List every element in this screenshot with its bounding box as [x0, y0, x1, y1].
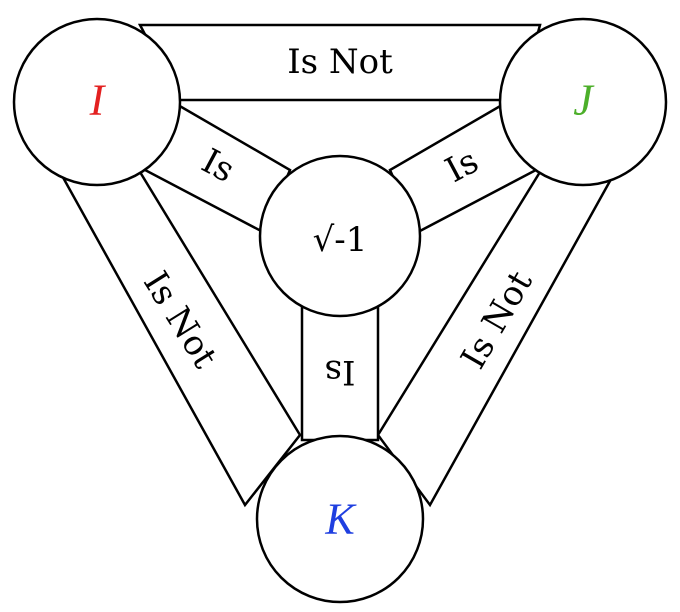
- node-center-label: √-1: [313, 220, 368, 260]
- node-j-label: J: [573, 76, 595, 125]
- node-i: [12, 17, 182, 187]
- label-i-j: Is Not: [287, 42, 393, 82]
- node-j: [498, 17, 668, 187]
- label-k-center: Is: [325, 352, 356, 392]
- node-k: [255, 434, 425, 604]
- node-center: [258, 154, 422, 318]
- node-i-label: I: [89, 76, 107, 125]
- node-k-label: K: [324, 495, 357, 544]
